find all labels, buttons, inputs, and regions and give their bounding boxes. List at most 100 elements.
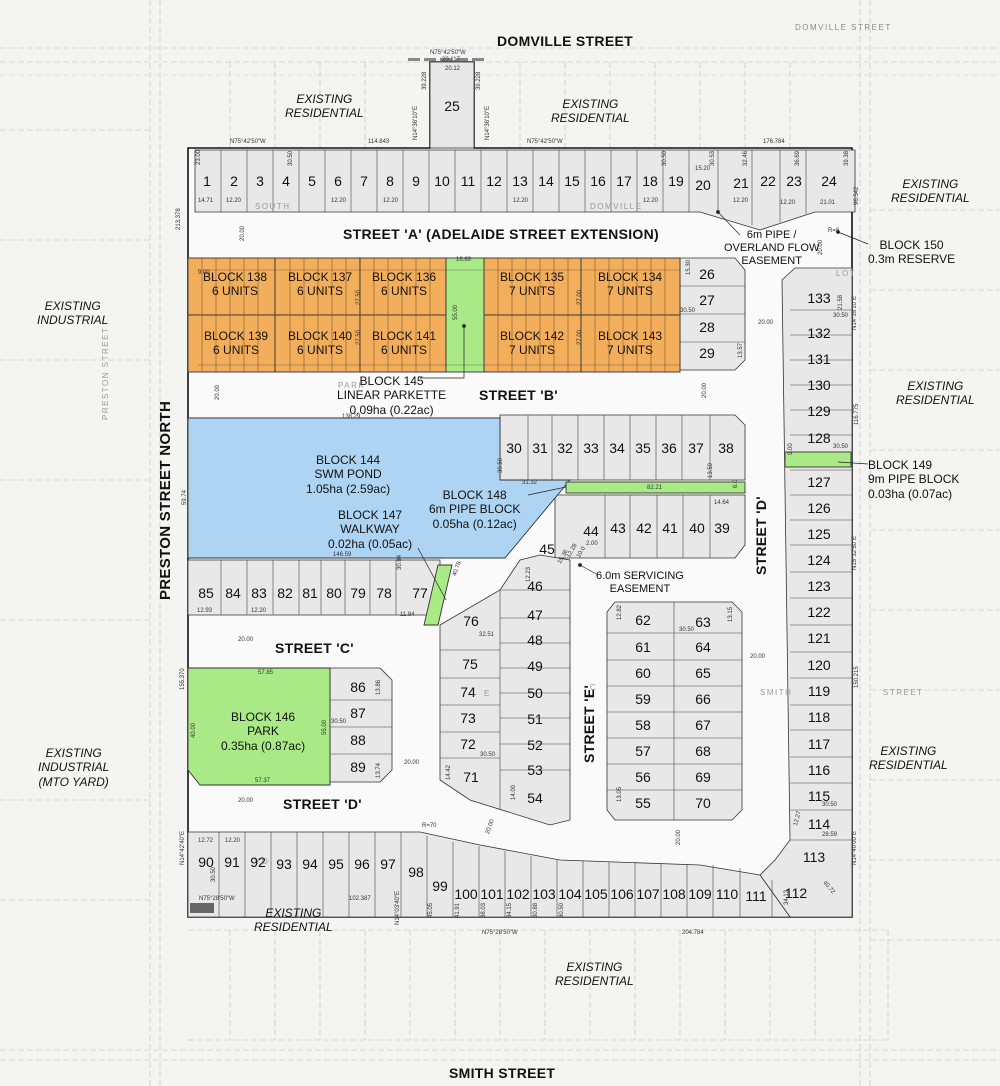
lot-number: 104: [558, 886, 582, 902]
dim-label: 13.57: [738, 342, 744, 358]
dim-label: 21.01: [820, 200, 836, 206]
lot-number: 3: [256, 173, 264, 189]
lot-number: 76: [463, 613, 479, 629]
block-144-fill: [187, 417, 571, 559]
lot-number: 68: [695, 743, 711, 759]
lot-number: 105: [584, 886, 608, 902]
servicing-easement-label: 6.0m SERVICING EASEMENT: [596, 570, 684, 596]
dim-label: 146.59: [333, 552, 352, 558]
dim-label: 12.20: [226, 198, 242, 204]
lot-number: 129: [807, 403, 831, 419]
dim-label: 102.387: [349, 896, 371, 902]
dim-label: 30.84: [397, 554, 403, 570]
dim-label: 20.00: [238, 798, 254, 804]
lot-number: 8: [386, 173, 394, 189]
faint-domville-label: DOMVILLE: [590, 202, 643, 211]
lot-number: 127: [807, 474, 831, 490]
dim-label: 82.21: [647, 485, 663, 491]
dim-label: 20.00: [240, 225, 246, 241]
block-145-fill: [445, 257, 485, 373]
faint-c-label: C: [590, 683, 596, 692]
dim-label: N14°03'40"E: [395, 890, 401, 925]
lot-number: 9: [412, 173, 420, 189]
preston-street-faint-label: PRESTON STREET: [101, 326, 110, 420]
lot-number: 16: [590, 173, 606, 189]
dim-label: 14.00: [511, 784, 517, 800]
dim-label: 57.37: [255, 778, 271, 784]
lot-number: 131: [807, 351, 831, 367]
faint-street-label: STREET: [883, 688, 924, 697]
dim-label: R=8: [828, 228, 840, 234]
dim-label: 57.85: [258, 670, 274, 676]
dim-label: 23.00: [196, 149, 202, 165]
lot-number: 13: [512, 173, 528, 189]
lot-lines: [198, 150, 852, 917]
lot-number: 14: [538, 173, 554, 189]
dim-label: 12.82: [617, 604, 623, 620]
dim-label: 12.20: [513, 198, 529, 204]
lot-number: 15: [564, 173, 580, 189]
dim-label: 30.50: [662, 150, 668, 166]
block-143-label: BLOCK 143 7 UNITS: [598, 329, 663, 358]
lot-number: 111: [745, 888, 767, 904]
lot-number: 112: [784, 885, 808, 901]
lot-number: 78: [376, 585, 392, 601]
lot-number: 44: [583, 523, 599, 539]
dim-label: N14°35'10"E: [852, 295, 858, 330]
lot-number: 115: [807, 788, 831, 804]
dim-label: 9.00: [198, 270, 210, 276]
lot-number: 4: [282, 173, 290, 189]
existing-residential-ne: EXISTING RESIDENTIAL: [891, 177, 970, 206]
faint-e-label: E: [484, 689, 490, 698]
lot-number: 71: [463, 769, 479, 785]
lot-number: 94: [302, 856, 318, 872]
dim-label: 12.93: [197, 608, 213, 614]
lot-number: 34: [609, 440, 625, 456]
dim-label: 20.00: [750, 654, 766, 660]
lot-number: 120: [807, 657, 831, 673]
lot-number: 32: [557, 440, 573, 456]
dim-label: 55.00: [322, 719, 328, 735]
dim-label: 30.53: [710, 150, 716, 166]
lot-number: 42: [636, 520, 652, 536]
lot-number: 6: [334, 173, 342, 189]
lot-number: 65: [695, 665, 711, 681]
lot-number: 69: [695, 769, 711, 785]
lot-number: 73: [460, 710, 476, 726]
lot-number: 75: [462, 656, 478, 672]
dim-label: R=70: [422, 823, 437, 829]
dim-label: 59.74: [182, 489, 188, 505]
lot-number: 85: [198, 585, 214, 601]
dim-label: 32.51: [479, 632, 495, 638]
block-149-fill: [784, 451, 852, 468]
dim-label: 150.215: [854, 666, 860, 688]
dim-label: 15.20: [695, 166, 711, 172]
dim-label: 12.20: [331, 198, 347, 204]
block-148-fill: [565, 481, 746, 494]
lot-number: 64: [695, 639, 711, 655]
dim-label: 12.20: [780, 200, 796, 206]
existing-industrial-w: EXISTING INDUSTRIAL: [37, 299, 109, 328]
dim-label: 12.20: [225, 838, 241, 844]
existing-residential-n: EXISTING RESIDENTIAL: [551, 97, 630, 126]
block-147-label: BLOCK 147 WALKWAY 0.02ha (0.05ac): [328, 508, 413, 551]
lot-number: 101: [480, 886, 504, 902]
dim-label: 12.23: [526, 566, 532, 582]
dim-label: 27.00: [577, 289, 583, 305]
dim-label: 30.50: [288, 150, 294, 166]
lot-number: 91: [224, 854, 240, 870]
lot-number: 21: [733, 175, 749, 191]
dim-label: 14.42: [446, 764, 452, 780]
lot-number: 109: [688, 886, 712, 902]
street-d-south-label: STREET 'D': [283, 796, 362, 812]
lot-number: 89: [350, 759, 366, 775]
dim-label: 20.00: [215, 384, 221, 400]
lot-number: 95: [328, 856, 344, 872]
lot-number: 61: [635, 639, 651, 655]
lot-number: 128: [807, 430, 831, 446]
lot-number: 17: [616, 173, 632, 189]
dim-label: 45.05: [428, 902, 434, 918]
lot-number: 90: [198, 854, 214, 870]
lot-number: 103: [532, 886, 556, 902]
dim-label: 20.00: [404, 760, 420, 766]
